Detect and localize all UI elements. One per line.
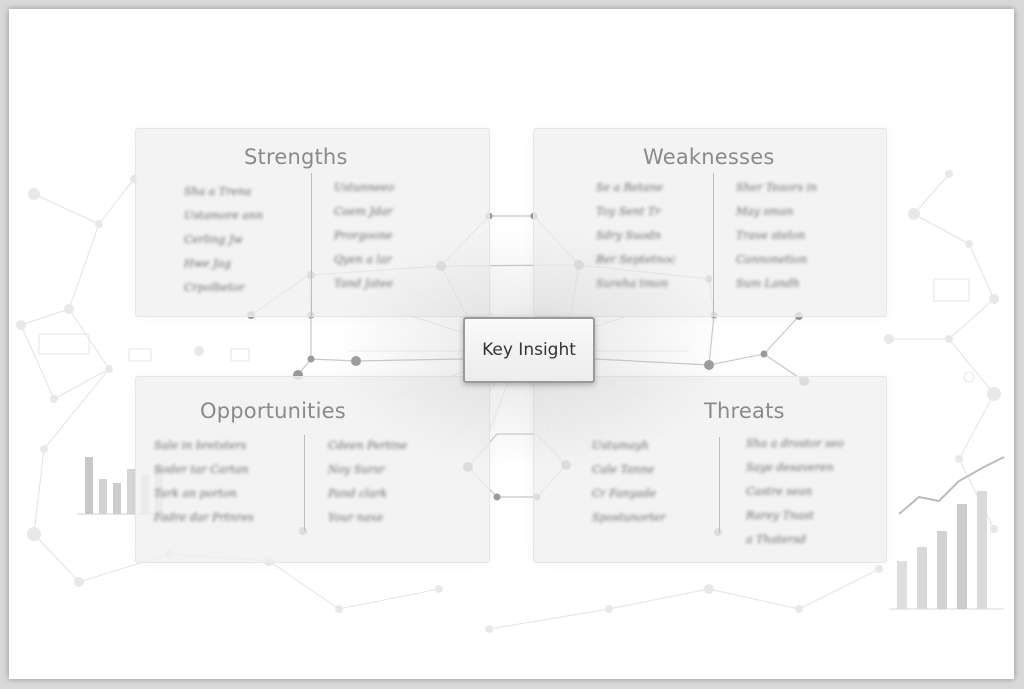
notes-column-left: Se a Retane Toy Sent Tr Sdry Suodn Ber S… [596, 181, 676, 301]
note-item: a Thatersd [746, 533, 806, 546]
note-item: Trave stelon [736, 229, 806, 242]
note-item: Cerling Jw [184, 233, 243, 246]
note-item: Spostunorter [592, 511, 666, 524]
quadrant-divider [311, 173, 312, 318]
note-item: Prorgoone [334, 229, 393, 242]
note-item: Pand clark [328, 487, 388, 500]
note-item: Se a Retane [596, 181, 663, 194]
note-item: Hwe Jag [184, 257, 232, 270]
note-item: Castre sean [746, 485, 813, 498]
note-item: Sdry Suodn [596, 229, 661, 242]
quadrant-strengths: Strengths Sha a Trena Ustamore ann Cerli… [135, 128, 490, 318]
note-item: Cdeen Pertine [328, 439, 408, 452]
diagram-canvas: Strengths Sha a Trena Ustamore ann Cerli… [9, 9, 1014, 679]
notes-column-left: Ustumayh Cale Tanne Cr Fanyade Spostunor… [592, 439, 666, 535]
quadrant-threats: Threats Ustumayh Cale Tanne Cr Fanyade S… [533, 376, 887, 563]
note-item: Ustamore ann [184, 209, 263, 222]
note-item: Sher Teaors in [736, 181, 818, 194]
note-item: Cale Tanne [592, 463, 655, 476]
key-insight-node[interactable]: Key Insight [463, 317, 595, 383]
mini-line-bar-chart-right [889, 456, 1005, 610]
quadrant-title: Strengths [244, 145, 348, 169]
note-item: Crpolbetor [184, 281, 245, 294]
note-item: Ber Septetnoc [596, 253, 676, 266]
quadrant-title: Weaknesses [643, 145, 775, 169]
note-item: Toy Sent Tr [596, 205, 661, 218]
quadrant-divider [304, 435, 305, 531]
notes-column-right: Sha a drostor seo Saye desaveren Castre … [746, 437, 844, 557]
note-item: Your naxe [328, 511, 384, 524]
quadrant-weaknesses: Weaknesses Se a Retane Toy Sent Tr Sdry … [533, 128, 887, 318]
quadrant-title: Threats [704, 399, 785, 423]
note-item: Rarey Tnast [746, 509, 814, 522]
note-item: Soder tar Cartan [154, 463, 249, 476]
note-item: Ustunneeo [334, 181, 395, 194]
notes-column-right: Cdeen Pertine Noy Sursr Pand clark Your … [328, 439, 407, 535]
note-item: Tark an porton [154, 487, 237, 500]
note-item: Tand Jatee [334, 277, 394, 290]
notes-column-right: Ustunneeo Caem Jdar Prorgoone Qyen a lar… [334, 181, 394, 301]
note-item: Noy Sursr [328, 463, 385, 476]
quadrant-divider [719, 437, 720, 533]
notes-column-left: Sale in bretsters Soder tar Cartan Tark … [154, 439, 254, 535]
note-item: Cannonetion [736, 253, 808, 266]
note-item: Saye desaveren [746, 461, 834, 474]
note-item: Sha a drostor seo [746, 437, 844, 450]
note-item: Caem Jdar [334, 205, 393, 218]
note-item: Sum Landh [736, 277, 800, 290]
notes-column-right: Sher Teaors in May sman Trave stelon Can… [736, 181, 817, 301]
note-item: Qyen a lar [334, 253, 392, 266]
key-insight-label: Key Insight [482, 340, 576, 360]
quadrant-divider [713, 173, 714, 318]
note-item: Fadre dar Prtnres [154, 511, 254, 524]
note-item: Ustumayh [592, 439, 649, 452]
note-item: Cr Fanyade [592, 487, 657, 500]
quadrant-opportunities: Opportunities Sale in bretsters Soder ta… [135, 376, 490, 563]
note-item: Sha a Trena [184, 185, 252, 198]
quadrant-title: Opportunities [200, 399, 346, 423]
note-item: Sureha tmon [596, 277, 669, 290]
notes-column-left: Sha a Trena Ustamore ann Cerling Jw Hwe … [184, 185, 263, 305]
note-item: Sale in bretsters [154, 439, 247, 452]
note-item: May sman [736, 205, 794, 218]
